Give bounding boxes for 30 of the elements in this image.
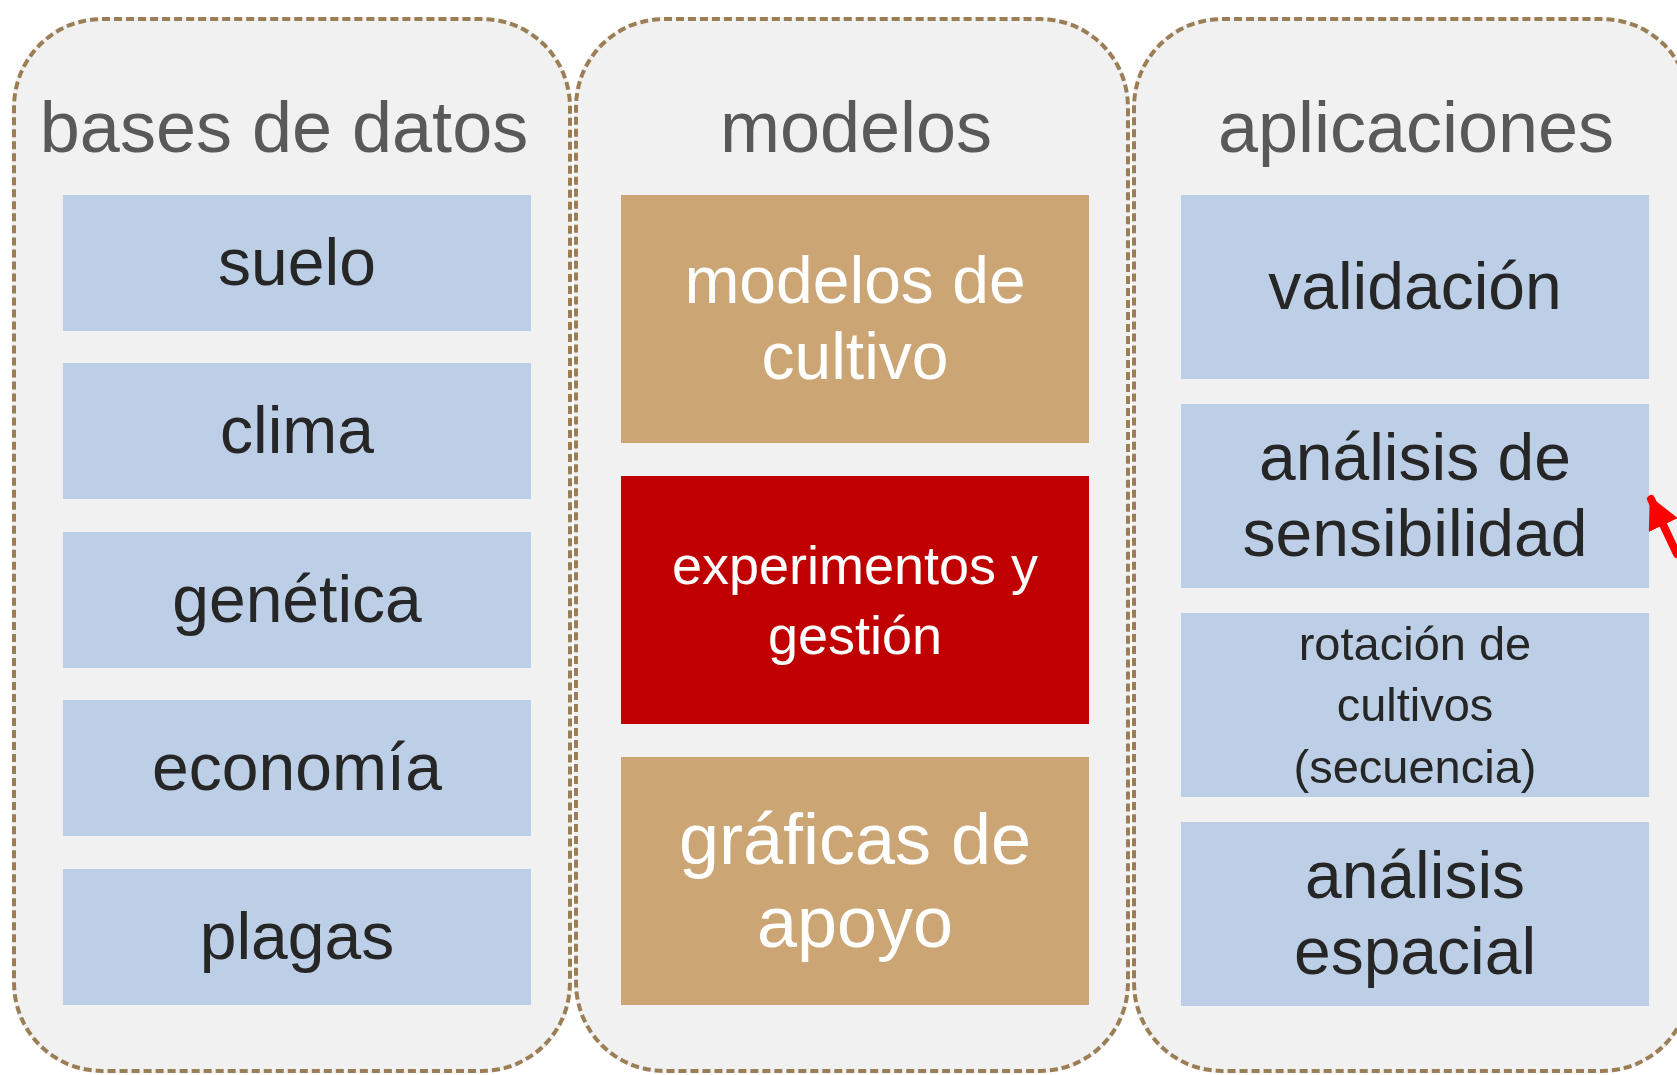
box-label: plagas — [199, 899, 395, 975]
box-label: genética — [172, 562, 422, 638]
category-box — [63, 869, 531, 1005]
panel-heading: bases de datos — [38, 91, 530, 163]
box-label: suelo — [218, 225, 376, 301]
category-box — [63, 363, 531, 499]
box-label: modelos de cultivo — [683, 243, 1027, 395]
box-label: análisis espacial — [1292, 838, 1538, 990]
group-panel — [574, 17, 1130, 1073]
category-box — [63, 700, 531, 836]
arrow — [1647, 495, 1677, 558]
box-label: experimentos y gestión — [670, 533, 1040, 667]
box-label: análisis de sensibilidad — [1241, 420, 1589, 572]
panel-heading: modelos — [718, 91, 994, 163]
category-box — [621, 757, 1089, 1005]
box-label: rotación de cultivos (secuencia) — [1292, 616, 1538, 795]
box-label: validación — [1268, 249, 1562, 325]
group-panel — [1132, 17, 1677, 1073]
category-box — [621, 476, 1089, 724]
category-box — [1181, 822, 1649, 1006]
box-label: gráficas de apoyo — [677, 798, 1033, 964]
box-label: clima — [220, 393, 374, 469]
group-panel — [12, 17, 572, 1073]
category-box — [1181, 404, 1649, 588]
category-box — [1181, 195, 1649, 379]
category-box — [63, 532, 531, 668]
category-box — [63, 195, 531, 331]
category-box — [1181, 613, 1649, 797]
box-label: economía — [152, 730, 442, 806]
category-box — [621, 195, 1089, 443]
